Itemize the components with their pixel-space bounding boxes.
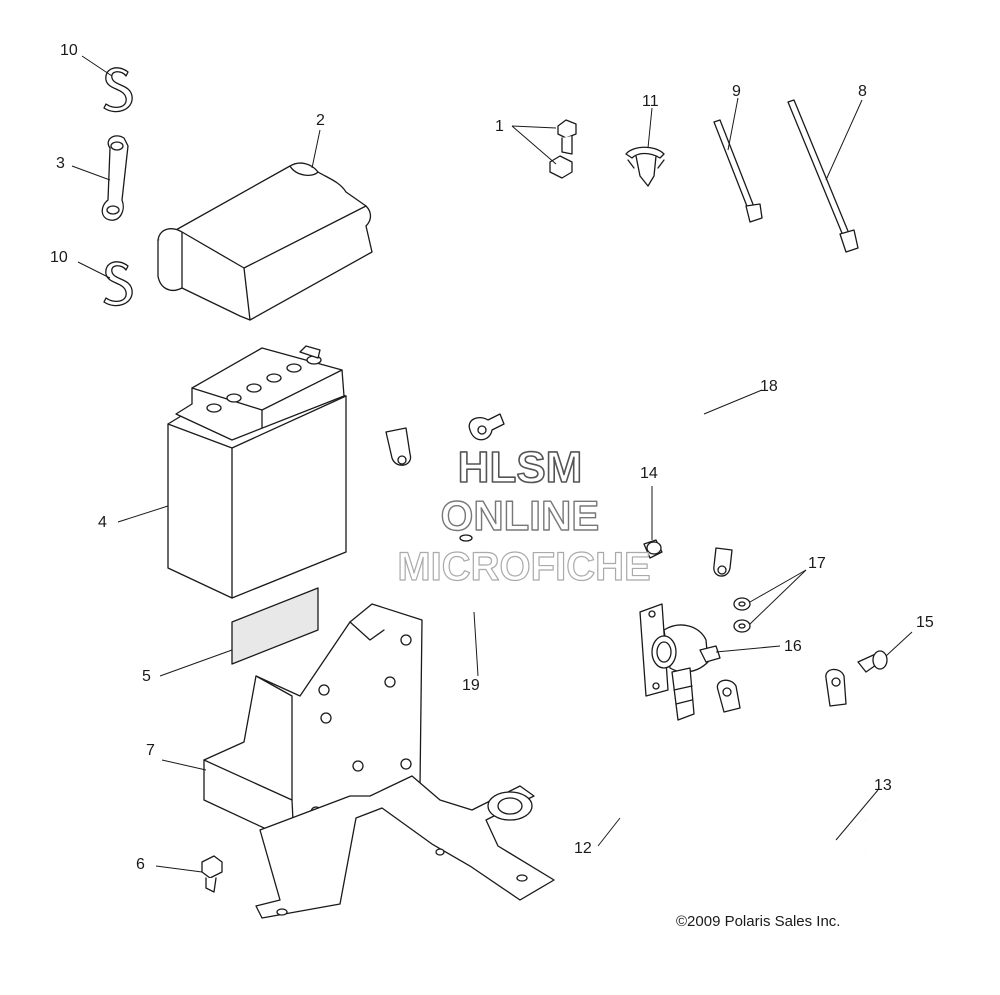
- callout-5: 5: [142, 668, 151, 685]
- battery-pad: [231, 587, 319, 665]
- nut-17-upper: [733, 597, 751, 611]
- callout-labels: 10 2 3 10 1 11 9 8 4 18 14 17 15 16 5 19…: [50, 42, 934, 873]
- spacer-14: [643, 539, 663, 559]
- callout-4: 4: [98, 514, 107, 531]
- callout-17: 17: [808, 555, 826, 572]
- callout-6: 6: [136, 856, 145, 873]
- starter-solenoid-16: [639, 603, 721, 721]
- battery-box: [203, 603, 555, 919]
- callout-16: 16: [784, 638, 802, 655]
- callout-13: 13: [874, 777, 892, 794]
- cable-tie-9: [713, 119, 763, 223]
- battery-cable-18: [385, 311, 733, 577]
- callout-12: 12: [574, 840, 592, 857]
- cable-tie-8: [787, 99, 859, 253]
- vent-hose-19: [459, 534, 546, 749]
- s-clip-bottom: [103, 261, 133, 307]
- watermark-line-3: MICROFICHE: [397, 545, 650, 589]
- callout-19: 19: [462, 677, 480, 694]
- battery-caps: [206, 355, 322, 413]
- callout-1: 1: [495, 118, 504, 135]
- bolt-15: [857, 650, 888, 673]
- cable-12: [468, 388, 867, 856]
- callout-18: 18: [760, 378, 778, 395]
- callout-3: 3: [56, 155, 65, 172]
- nut-17-lower: [733, 619, 751, 633]
- watermark-line-1: HLSM: [458, 443, 583, 492]
- push-clip-11: [625, 146, 665, 187]
- callout-14: 14: [640, 465, 658, 482]
- watermark: HLSM ONLINE MICROFICHE: [397, 442, 652, 589]
- ground-cable-13: [716, 668, 868, 854]
- callout-9: 9: [732, 83, 741, 100]
- callout-10-top: 10: [60, 42, 78, 59]
- copyright-notice: ©2009 Polaris Sales Inc.: [676, 913, 840, 930]
- battery: [167, 345, 347, 599]
- battery-cover: [157, 162, 373, 321]
- callout-7: 7: [146, 742, 155, 759]
- callout-10-bottom: 10: [50, 249, 68, 266]
- bolt-and-nut-1: [549, 119, 577, 179]
- watermark-line-2: ONLINE: [441, 492, 600, 539]
- s-clip-top: [103, 67, 133, 113]
- callout-8: 8: [858, 83, 867, 100]
- bolt-6: [201, 855, 223, 893]
- battery-strap-link: [101, 135, 129, 221]
- callout-11: 11: [642, 93, 659, 110]
- callout-15: 15: [916, 614, 934, 631]
- leader-lines: [71, 55, 913, 873]
- callout-2: 2: [316, 112, 325, 129]
